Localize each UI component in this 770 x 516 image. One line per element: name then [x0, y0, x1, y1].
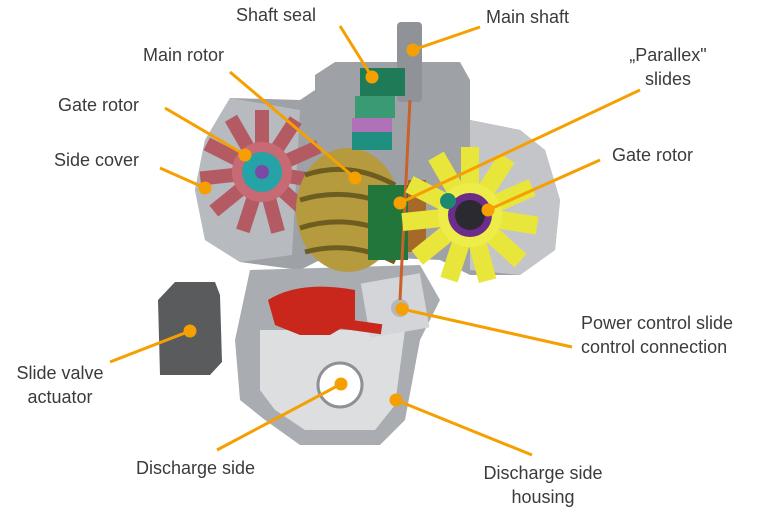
label-gate-rotor-right: Gate rotor	[612, 145, 694, 165]
leader-gate-rotor-right	[487, 158, 601, 212]
label-side-cover: Side cover	[54, 150, 140, 170]
label-gate-rotor-left: Gate rotor	[58, 95, 140, 115]
leader-parallex-slides	[399, 88, 641, 205]
leader-slide-valve-actuator	[109, 329, 191, 364]
leader-power-control	[401, 307, 573, 349]
label-parallex-line1: „Parallex"	[629, 45, 707, 65]
leader-shaft-seal	[338, 25, 374, 78]
label-slide-valve-actuator: Slide valve actuator	[5, 361, 115, 409]
gate-rotor-right	[401, 147, 539, 284]
label-power-control: Power control slide control connection	[581, 311, 733, 359]
leader-lines	[109, 25, 641, 457]
label-slide-valve-line2: actuator	[27, 387, 93, 407]
label-discharge-housing-line1: Discharge side	[483, 463, 603, 483]
label-discharge-side-housing: Discharge side housing	[468, 461, 618, 509]
label-discharge-housing-line2: housing	[511, 487, 575, 507]
label-slide-valve-line1: Slide valve	[16, 363, 104, 383]
shaft-seal	[360, 68, 405, 96]
leader-main-rotor	[229, 70, 356, 180]
label-discharge-side: Discharge side	[136, 458, 256, 478]
label-main-rotor: Main rotor	[143, 45, 225, 65]
leader-main-shaft	[412, 25, 481, 52]
label-shaft-seal: Shaft seal	[236, 5, 317, 25]
label-parallex-line2: slides	[644, 69, 692, 89]
leader-discharge-side-housing	[395, 398, 533, 457]
label-main-shaft: Main shaft	[486, 7, 570, 27]
leader-side-cover	[159, 166, 206, 190]
leader-discharge-side	[216, 382, 342, 452]
label-power-control-line2: control connection	[581, 337, 728, 357]
leader-gate-rotor-left	[164, 106, 246, 157]
label-parallex-slides: „Parallex" slides	[618, 43, 718, 91]
label-power-control-line1: Power control slide	[581, 313, 734, 333]
actuator-piston	[291, 311, 383, 335]
